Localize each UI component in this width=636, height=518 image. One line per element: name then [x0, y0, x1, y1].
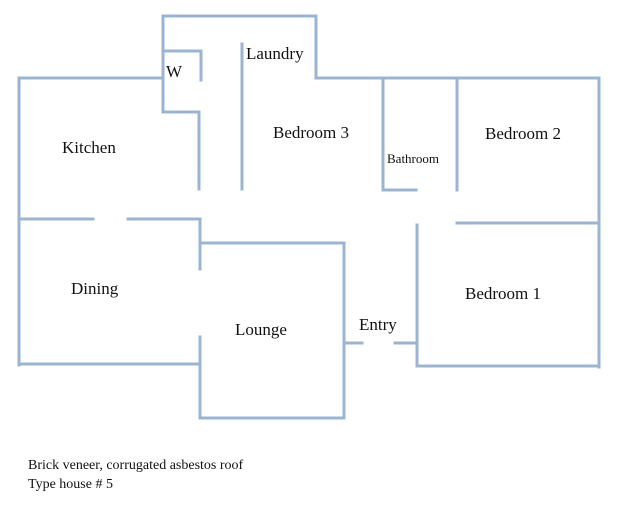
room-label-bedroom-3: Bedroom 3 [273, 123, 349, 142]
room-label-bathroom: Bathroom [387, 151, 439, 166]
room-label-kitchen: Kitchen [62, 138, 116, 157]
caption-type-house: Type house # 5 [28, 477, 113, 492]
room-label-w: W [166, 62, 183, 81]
room-label-dining: Dining [71, 279, 119, 298]
room-label-bedroom-2: Bedroom 2 [485, 124, 561, 143]
caption-construction: Brick veneer, corrugated asbestos roof [28, 458, 244, 473]
room-label-entry: Entry [359, 315, 397, 334]
room-label-lounge: Lounge [235, 320, 287, 339]
room-label-bedroom-1: Bedroom 1 [465, 284, 541, 303]
walls [17, 14, 601, 420]
room-label-laundry: Laundry [246, 44, 304, 63]
